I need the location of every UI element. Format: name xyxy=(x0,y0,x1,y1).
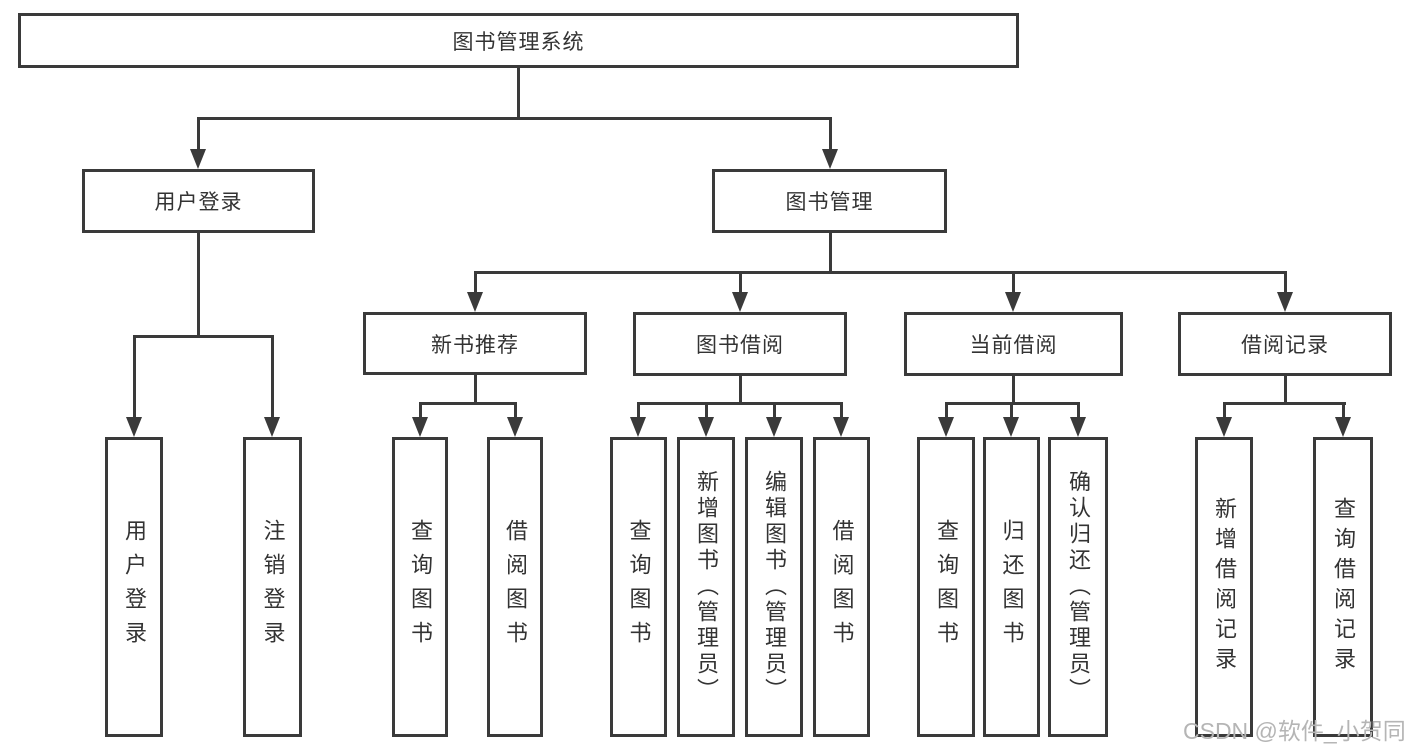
node-root: 图书管理系统 xyxy=(18,13,1019,68)
arrow-down-icon xyxy=(1003,417,1019,437)
node-new-book-recommend-label: 新书推荐 xyxy=(431,333,519,357)
connector-line xyxy=(1010,402,1013,419)
arrow-down-icon xyxy=(1070,417,1086,437)
connector-line xyxy=(474,271,477,294)
connector-line xyxy=(840,402,843,419)
arrow-down-icon xyxy=(412,417,428,437)
leaf-return-books-label: 归还图书 xyxy=(999,519,1025,655)
node-user-login: 用户登录 xyxy=(82,169,315,233)
leaf-borrow-books-recommend-label: 借阅图书 xyxy=(503,519,528,655)
leaf-confirm-return-admin-label: 确认归还（管理员） xyxy=(1066,470,1091,704)
arrow-down-icon xyxy=(1335,417,1351,437)
leaf-query-books-current-label: 查询图书 xyxy=(934,519,959,655)
leaf-add-books-admin-label: 新增图书（管理员） xyxy=(694,470,719,704)
connector-line xyxy=(705,402,708,419)
connector-line xyxy=(517,68,520,119)
connector-line xyxy=(1223,402,1346,405)
arrow-down-icon xyxy=(1005,292,1021,312)
leaf-add-borrow-record-label: 新增借阅记录 xyxy=(1212,497,1237,677)
arrow-down-icon xyxy=(698,417,714,437)
node-user-login-label: 用户登录 xyxy=(154,191,243,214)
arrow-down-icon xyxy=(126,417,142,437)
leaf-query-borrow-record: 查询借阅记录 xyxy=(1313,437,1373,737)
arrow-down-icon xyxy=(1216,417,1232,437)
leaf-edit-books-admin-label: 编辑图书（管理员） xyxy=(762,470,787,704)
arrow-down-icon xyxy=(190,149,206,169)
leaf-edit-books-admin: 编辑图书（管理员） xyxy=(745,437,803,737)
leaf-query-borrow-record-label: 查询借阅记录 xyxy=(1331,497,1356,677)
arrow-down-icon xyxy=(467,292,483,312)
connector-line xyxy=(829,233,832,274)
csdn-watermark: CSDN @软件_小贺同学 xyxy=(1183,718,1405,744)
connector-line xyxy=(1012,271,1015,294)
connector-line xyxy=(1012,376,1015,405)
node-book-borrowing: 图书借阅 xyxy=(633,312,847,376)
arrow-down-icon xyxy=(507,417,523,437)
node-borrow-records: 借阅记录 xyxy=(1178,312,1392,376)
connector-line xyxy=(1342,402,1345,419)
arrow-down-icon xyxy=(766,417,782,437)
node-new-book-recommend: 新书推荐 xyxy=(363,312,587,375)
arrow-down-icon xyxy=(822,149,838,169)
node-book-management: 图书管理 xyxy=(712,169,947,233)
leaf-borrow-books-recommend: 借阅图书 xyxy=(487,437,543,737)
connector-line xyxy=(637,402,640,419)
leaf-query-books-recommend-label: 查询图书 xyxy=(408,519,433,655)
leaf-logout-label: 注销登录 xyxy=(260,519,286,655)
leaf-query-books-borrowing-label: 查询图书 xyxy=(626,519,652,655)
connector-line xyxy=(197,117,832,120)
connector-line xyxy=(773,402,776,419)
arrow-down-icon xyxy=(264,417,280,437)
connector-line xyxy=(829,117,832,151)
connector-line xyxy=(271,335,274,419)
node-book-management-label: 图书管理 xyxy=(785,191,874,214)
connector-line xyxy=(419,402,517,405)
leaf-borrow-books: 借阅图书 xyxy=(813,437,870,737)
connector-line xyxy=(945,402,948,419)
leaf-confirm-return-admin: 确认归还（管理员） xyxy=(1048,437,1108,737)
connector-line xyxy=(474,375,477,405)
connector-line xyxy=(474,271,1286,274)
connector-line xyxy=(1284,271,1287,294)
arrow-down-icon xyxy=(938,417,954,437)
connector-line xyxy=(197,233,200,338)
connector-line xyxy=(1223,402,1226,419)
leaf-add-books-admin: 新增图书（管理员） xyxy=(677,437,735,737)
leaf-query-books-borrowing: 查询图书 xyxy=(610,437,667,737)
leaf-query-books-recommend: 查询图书 xyxy=(392,437,448,737)
connector-line xyxy=(133,335,274,338)
arrow-down-icon xyxy=(732,292,748,312)
node-borrow-records-label: 借阅记录 xyxy=(1241,334,1329,357)
node-current-borrowing: 当前借阅 xyxy=(904,312,1123,376)
connector-line xyxy=(739,376,742,405)
arrow-down-icon xyxy=(1277,292,1293,312)
leaf-logout: 注销登录 xyxy=(243,437,302,737)
connector-line xyxy=(419,402,422,419)
connector-line xyxy=(133,335,136,419)
connector-line xyxy=(739,271,742,294)
node-book-borrowing-label: 图书借阅 xyxy=(696,334,784,357)
node-current-borrowing-label: 当前借阅 xyxy=(969,334,1058,357)
leaf-return-books: 归还图书 xyxy=(983,437,1040,737)
leaf-query-books-current: 查询图书 xyxy=(917,437,975,737)
connector-line xyxy=(1077,402,1080,419)
connector-line xyxy=(514,402,517,419)
leaf-user-login-label: 用户登录 xyxy=(122,519,147,655)
arrow-down-icon xyxy=(630,417,646,437)
arrow-down-icon xyxy=(833,417,849,437)
node-root-label: 图书管理系统 xyxy=(452,30,585,54)
leaf-borrow-books-label: 借阅图书 xyxy=(829,519,855,655)
connector-line xyxy=(1284,376,1287,405)
connector-line xyxy=(197,117,200,151)
leaf-user-login: 用户登录 xyxy=(105,437,163,737)
connector-line xyxy=(637,402,843,405)
leaf-add-borrow-record: 新增借阅记录 xyxy=(1195,437,1253,737)
